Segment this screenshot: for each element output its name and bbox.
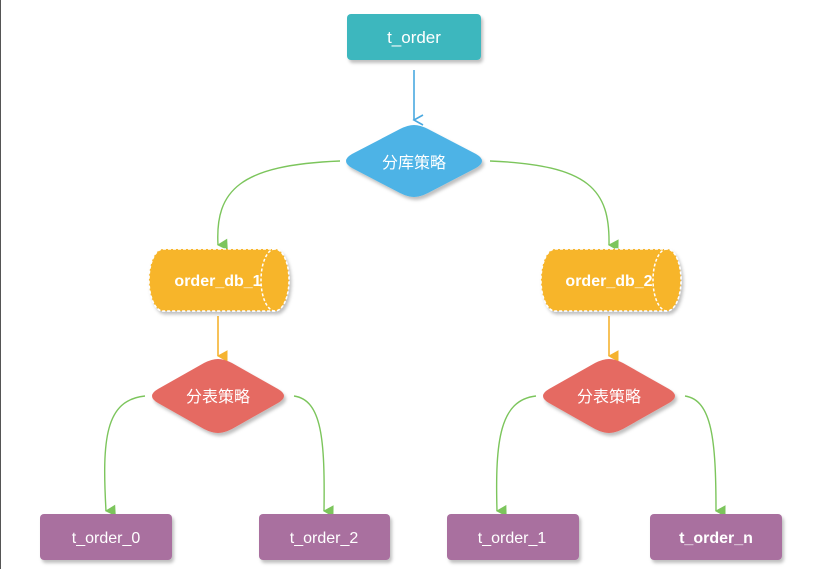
db2-label: order_db_2 (565, 273, 652, 290)
leaf-t-order-0-box (40, 514, 172, 560)
canvas-left-border (0, 0, 1, 569)
db-strategy-label: 分库策略 (382, 154, 446, 172)
edge-left-strategy-to-leaf1 (104, 395, 146, 517)
root-node-box (347, 14, 481, 60)
db-strategy-node[interactable] (346, 125, 482, 197)
db1-node[interactable] (148, 248, 290, 312)
db1-cylinder-body (148, 248, 290, 312)
leaf-t-order-2[interactable] (259, 514, 390, 560)
edge-right-strategy-to-leaf4 (684, 395, 726, 517)
edge-db-strategy-to-db1 (216, 160, 341, 251)
db1-cylinder-end (260, 248, 276, 312)
root-node-label: t_order (387, 28, 441, 47)
edge-left-strategy-to-leaf2 (293, 395, 334, 517)
db2-cylinder-body (540, 248, 682, 312)
leaf-t-order-1-label: t_order_1 (478, 530, 547, 547)
leaf-t-order-n-label: t_order_n (679, 530, 753, 547)
db2-cylinder-end (652, 248, 668, 312)
db1-label: order_db_1 (174, 273, 261, 290)
leaf-t-order-1[interactable] (447, 514, 579, 560)
root-node[interactable] (347, 14, 481, 60)
db-strategy-diamond (346, 125, 482, 197)
leaf-t-order-n-box (650, 514, 782, 560)
leaf-t-order-2-box (259, 514, 390, 560)
table-strategy-left-node[interactable] (152, 359, 284, 433)
db2-node[interactable] (540, 248, 682, 312)
table-strategy-right-diamond (543, 359, 675, 433)
table-strategy-right-node[interactable] (543, 359, 675, 433)
table-strategy-left-diamond (152, 359, 284, 433)
leaf-t-order-2-label: t_order_2 (290, 530, 359, 547)
table-strategy-right-label: 分表策略 (577, 388, 641, 406)
leaf-t-order-0[interactable] (40, 514, 172, 560)
leaf-t-order-1-box (447, 514, 579, 560)
edge-right-strategy-to-leaf3 (495, 395, 537, 517)
table-strategy-left-label: 分表策略 (186, 388, 250, 406)
leaf-t-order-n[interactable] (650, 514, 782, 560)
edge-db-strategy-to-db2 (489, 160, 619, 252)
leaf-t-order-0-label: t_order_0 (72, 530, 141, 547)
edges (104, 70, 726, 517)
